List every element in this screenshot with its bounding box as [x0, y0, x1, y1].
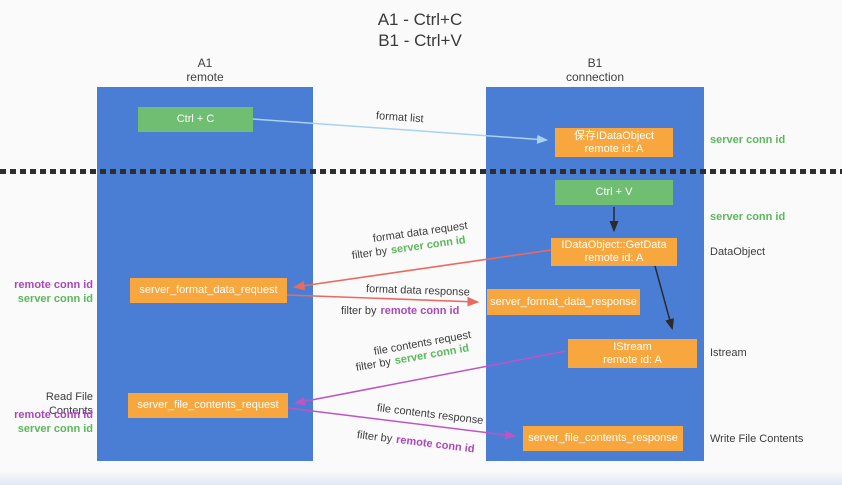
ctrl-c-label: Ctrl + C	[176, 113, 215, 125]
format-data-response-label: format data response	[365, 283, 471, 299]
node-format-request: server_format_data_request	[130, 278, 287, 303]
node-file-request: server_file_contents_request	[128, 393, 288, 418]
annotation-istream: Istream	[710, 347, 747, 359]
getdata-line1: IDataObject::GetData	[561, 239, 667, 251]
format-request-label: server_format_data_request	[139, 284, 278, 296]
bottom-fade	[0, 471, 842, 485]
filter-by-text-1: filter by	[351, 245, 388, 262]
column-b1-name: B1	[587, 56, 603, 70]
file-response-label: server_file_contents_response	[528, 432, 678, 444]
column-header-b1: B1 connection	[535, 56, 655, 84]
istream-line1: IStream	[613, 340, 652, 353]
remote-conn-id-text-2: remote conn id	[395, 433, 476, 456]
file-remote-conn-id: remote conn id	[14, 409, 93, 421]
save-dataobject-line2: remote id: A	[584, 142, 644, 155]
annotation-server-conn-id-top: server conn id	[710, 134, 786, 146]
node-ctrl-c: Ctrl + C	[138, 107, 253, 132]
title-line-1: A1 - Ctrl+C	[377, 10, 463, 29]
filter-by-text-3: filter by	[354, 355, 392, 374]
annotation-file-conn-ids: remote conn id server conn id	[0, 409, 93, 436]
format-remote-conn-id: remote conn id	[14, 279, 93, 291]
node-format-response: server_format_data_response	[487, 289, 640, 315]
dotted-separator	[0, 169, 842, 174]
remote-conn-id-text-1: remote conn id	[380, 305, 460, 317]
title-line-2: B1 - Ctrl+V	[378, 31, 462, 50]
annotation-format-conn-ids: remote conn id server conn id	[0, 279, 93, 306]
file-request-label: server_file_contents_request	[137, 399, 279, 411]
format-response-label: server_format_data_response	[490, 295, 637, 308]
node-file-response: server_file_contents_response	[523, 426, 683, 451]
file-server-conn-id: server conn id	[17, 422, 93, 435]
save-dataobject-line1: 保存IDataObject	[573, 129, 655, 142]
node-istream: IStream remote id: A	[568, 339, 697, 368]
annotation-write-file-contents: Write File Contents	[710, 433, 804, 445]
annotation-server-conn-id-mid: server conn id	[710, 211, 786, 223]
column-a1-name: A1	[197, 56, 213, 70]
column-header-a1: A1 remote	[145, 56, 265, 84]
node-getdata: IDataObject::GetData remote id: A	[551, 238, 677, 266]
column-a1-role: remote	[186, 70, 224, 84]
getdata-line2: remote id: A	[584, 252, 644, 264]
format-server-conn-id: server conn id	[17, 292, 93, 305]
column-b1-role: connection	[565, 70, 625, 84]
filter-by-text-2: filter by	[341, 305, 377, 317]
file-contents-response-label: file contents response	[376, 402, 484, 427]
node-save-dataobject: 保存IDataObject remote id: A	[555, 128, 673, 157]
ctrl-v-label: Ctrl + V	[595, 186, 633, 198]
diagram-title: A1 - Ctrl+C B1 - Ctrl+V	[300, 9, 540, 51]
format-list-label: format list	[375, 110, 424, 126]
istream-line2: remote id: A	[603, 353, 662, 366]
node-ctrl-v: Ctrl + V	[555, 180, 673, 205]
annotation-dataobject: DataObject	[710, 246, 766, 258]
annotation-read-file-contents: Read File Contents	[45, 391, 93, 417]
filter-by-text-4: filter by	[356, 429, 393, 446]
